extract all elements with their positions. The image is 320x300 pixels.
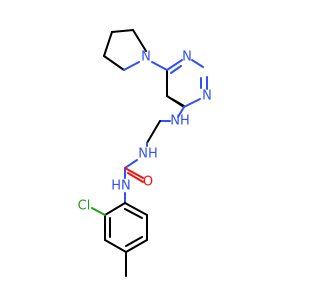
bond-pyrimidine-nh	[177, 106, 185, 118]
atom-nh-amine: NH	[170, 114, 190, 129]
atom-o-carbonyl: O	[143, 175, 153, 190]
atom-n-pyrimidine-top: N	[182, 50, 192, 65]
pyrimidine-ring	[166, 59, 208, 108]
urea-group	[124, 159, 144, 183]
pyrrolidine-ring	[103, 29, 147, 71]
atom-nh-urea-lower: HN	[111, 179, 131, 194]
atom-labels: N N N NH NH O HN Cl	[78, 50, 212, 214]
atom-n-pyrimidine-right: N	[202, 89, 212, 104]
benzene-ring	[104, 202, 148, 253]
bond-chlorine	[91, 207, 106, 216]
atom-cl: Cl	[78, 199, 91, 214]
ethylene-linker	[146, 120, 171, 147]
molecule-structure: N N N NH NH O HN Cl	[78, 29, 212, 277]
atom-nh-urea-upper: NH	[138, 147, 158, 162]
bond-n-pyrimidine	[151, 61, 168, 71]
atom-n-pyrrolidine: N	[141, 50, 151, 65]
